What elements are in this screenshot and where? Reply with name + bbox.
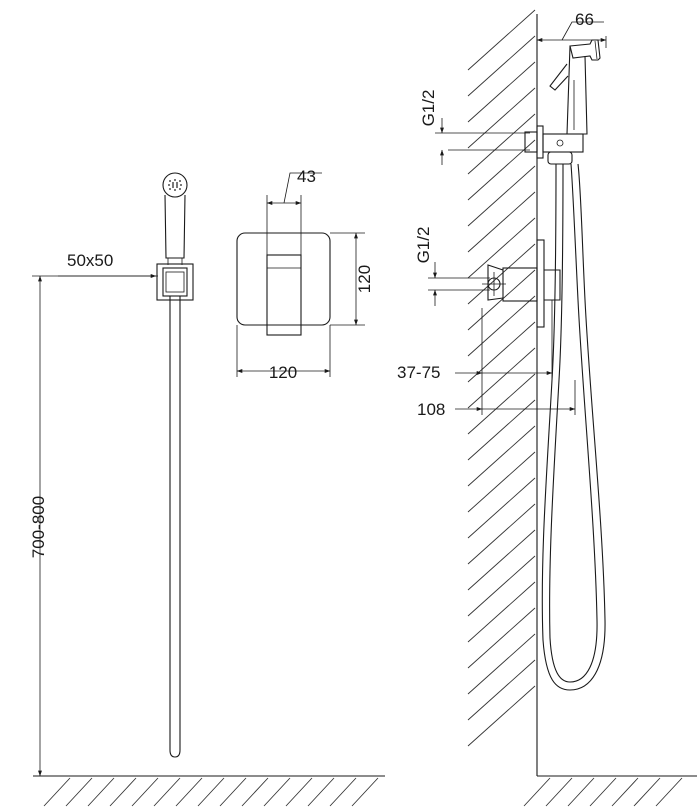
- hatch-line: [467, 477, 536, 539]
- hatch-line: [467, 243, 536, 305]
- hatch-line: [219, 777, 247, 807]
- mixer-depth-dimension: 43: [266, 167, 322, 255]
- hatch-line: [467, 633, 536, 695]
- wall-bracket-front: [156, 263, 194, 301]
- hatch-line: [467, 659, 536, 721]
- hatch-line: [633, 777, 661, 807]
- lower-thread-label: G1/2: [414, 227, 433, 264]
- hatch-line: [263, 777, 291, 807]
- wall-hatch: [467, 9, 697, 807]
- mixer-depth-label: 43: [297, 167, 316, 186]
- mixer-front-view: 43 120 120: [236, 167, 374, 382]
- bracket-size-label: 50x50: [67, 251, 113, 270]
- plate-height-dimension: 120: [330, 232, 374, 326]
- hatch-line: [467, 295, 536, 357]
- hatch-line: [467, 61, 536, 123]
- lower-thread-dimension: G1/2: [414, 227, 490, 306]
- total-projection-label: 108: [417, 400, 445, 419]
- top-projection-label: 66: [575, 10, 594, 29]
- nozzle-dot: [172, 186, 174, 188]
- hatch-line: [467, 425, 536, 487]
- hatch-line: [467, 9, 536, 71]
- hatch-line: [655, 777, 683, 807]
- nozzle-dot: [168, 184, 170, 186]
- upper-connector: [524, 125, 584, 165]
- nozzle-dot: [179, 180, 181, 182]
- upper-thread-dimension: G1/2: [419, 90, 530, 165]
- nozzle-dot: [176, 184, 178, 186]
- side-view: 66 G1/2: [397, 9, 697, 807]
- hand-shower-side: [549, 39, 601, 135]
- mixer-lever: [266, 254, 302, 336]
- hatch-line: [567, 777, 595, 807]
- hatch-line: [467, 165, 536, 227]
- nozzle-dot: [172, 184, 174, 186]
- hatch-line: [109, 777, 137, 807]
- hatch-line: [467, 503, 536, 565]
- hatch-line: [467, 399, 536, 461]
- front-view: 700-800 50x50: [29, 172, 385, 807]
- nozzle-dot: [172, 182, 174, 184]
- hose-height-dimension: 700-800: [29, 275, 158, 777]
- nozzle-dot: [174, 189, 176, 191]
- upper-thread-label: G1/2: [419, 90, 438, 127]
- hatch-line: [131, 777, 159, 807]
- installation-depth-label: 37-75: [397, 363, 440, 382]
- hatch-line: [467, 685, 536, 747]
- hose-height-label: 700-800: [29, 496, 48, 558]
- hatch-line: [351, 777, 379, 807]
- nozzle-dot: [176, 182, 178, 184]
- nozzle-dot: [174, 179, 176, 181]
- nozzle-dot: [176, 186, 178, 188]
- hatch-line: [611, 777, 639, 807]
- nozzle-dot: [180, 184, 182, 186]
- hatch-line: [285, 777, 313, 807]
- hatch-line: [43, 777, 71, 807]
- hatch-line: [153, 777, 181, 807]
- hatch-line: [175, 777, 203, 807]
- hatch-line: [467, 217, 536, 279]
- hatch-line: [241, 777, 269, 807]
- hatch-line: [467, 347, 536, 409]
- hatch-line: [65, 777, 93, 807]
- hatch-line: [197, 777, 225, 807]
- installation-depth-dimension: 37-75: [397, 300, 553, 415]
- hatch-line: [467, 555, 536, 617]
- mixer-side: [482, 239, 561, 328]
- floor-hatch-left: [33, 775, 385, 807]
- hose-side: [541, 163, 606, 691]
- hatch-line: [467, 451, 536, 513]
- hatch-line: [467, 607, 536, 669]
- plate-width-label: 120: [269, 363, 297, 382]
- plate-height-label: 120: [355, 265, 374, 293]
- hatch-line: [307, 777, 335, 807]
- hand-shower-front: [162, 172, 188, 265]
- hatch-line: [467, 373, 536, 435]
- top-projection-dimension: 66: [536, 10, 607, 48]
- hatch-line: [329, 777, 357, 807]
- hatch-line: [545, 777, 573, 807]
- hatch-line: [467, 191, 536, 253]
- hatch-line: [467, 581, 536, 643]
- nozzle-dot: [179, 188, 181, 190]
- hatch-line: [589, 777, 617, 807]
- hatch-line: [467, 529, 536, 591]
- hatch-line: [467, 269, 536, 331]
- total-projection-dimension: 108: [417, 380, 576, 419]
- hatch-line: [467, 113, 536, 175]
- cover-plate: [236, 232, 331, 326]
- hatch-line: [87, 777, 115, 807]
- bracket-dimension: 50x50: [58, 251, 157, 278]
- nozzle-dots: [168, 179, 182, 191]
- hose-front: [169, 296, 181, 758]
- nozzle-dot: [169, 188, 171, 190]
- hatch-line: [467, 35, 536, 97]
- nozzle-dot: [169, 180, 171, 182]
- hatch-line: [467, 87, 536, 149]
- plate-width-dimension: 120: [236, 325, 331, 382]
- hatch-line: [523, 777, 551, 807]
